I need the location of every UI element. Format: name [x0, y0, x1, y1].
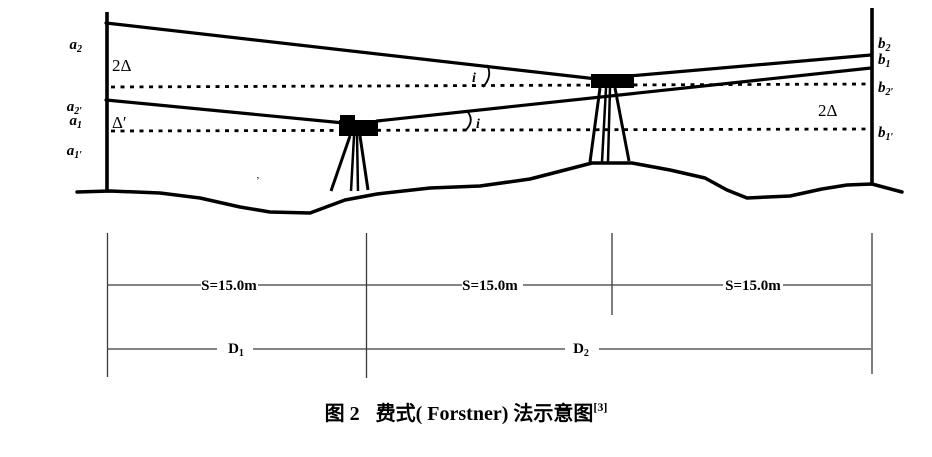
label-s-3: S=15.0m	[725, 278, 781, 294]
label-b1p: b1′	[878, 125, 894, 143]
instrument-1-leg-right	[358, 135, 370, 191]
inclined-sight-b2	[604, 53, 873, 80]
instrument-1-eyepiece	[340, 115, 355, 122]
instrument-2-leg-left	[588, 87, 602, 163]
label-a1p: a1′	[67, 143, 83, 161]
instrument-1-leg-mid1	[349, 135, 356, 192]
label-delta-prime: Δ′	[112, 113, 127, 132]
label-s-1: S=15.0m	[201, 278, 257, 294]
label-angle-i-upper: i	[472, 71, 476, 86]
inclined-sight-a1	[104, 98, 346, 125]
level-instrument-1	[329, 115, 378, 192]
instrument-1-body	[339, 120, 378, 136]
label-a1: a1	[70, 113, 83, 131]
instrument-2-leg-mid1	[600, 87, 608, 163]
inclined-sight-b1	[375, 66, 873, 123]
angle-arc-upper	[482, 64, 491, 88]
stray-mark: ’	[256, 175, 260, 187]
label-b1: b1	[878, 52, 891, 70]
angle-arc-lower	[465, 110, 472, 131]
label-b2p: b2′	[878, 80, 894, 98]
inclined-sight-a2	[104, 21, 599, 81]
instrument-1-leg-mid2	[355, 135, 360, 192]
label-angle-i-lower: i	[476, 117, 480, 132]
label-b2: b2	[878, 36, 891, 54]
ground-line	[75, 161, 904, 215]
label-s-2: S=15.0m	[462, 278, 518, 294]
instrument-2-leg-right	[613, 87, 631, 162]
label-d1: D1	[228, 341, 244, 359]
label-a2p: a2′	[67, 99, 83, 117]
label-a2: a2	[70, 37, 83, 55]
label-d2: D2	[573, 341, 589, 359]
instrument-2-leg-mid2	[606, 87, 612, 163]
horizontal-sight-line-upper	[110, 82, 870, 89]
instrument-1-leg-left	[329, 135, 352, 192]
horizontal-sight-line-lower	[110, 127, 870, 133]
instrument-2-body	[591, 74, 634, 88]
label-2delta-right: 2Δ	[818, 101, 838, 120]
label-2delta-left: 2Δ	[112, 56, 132, 75]
level-instrument-2	[588, 74, 634, 163]
